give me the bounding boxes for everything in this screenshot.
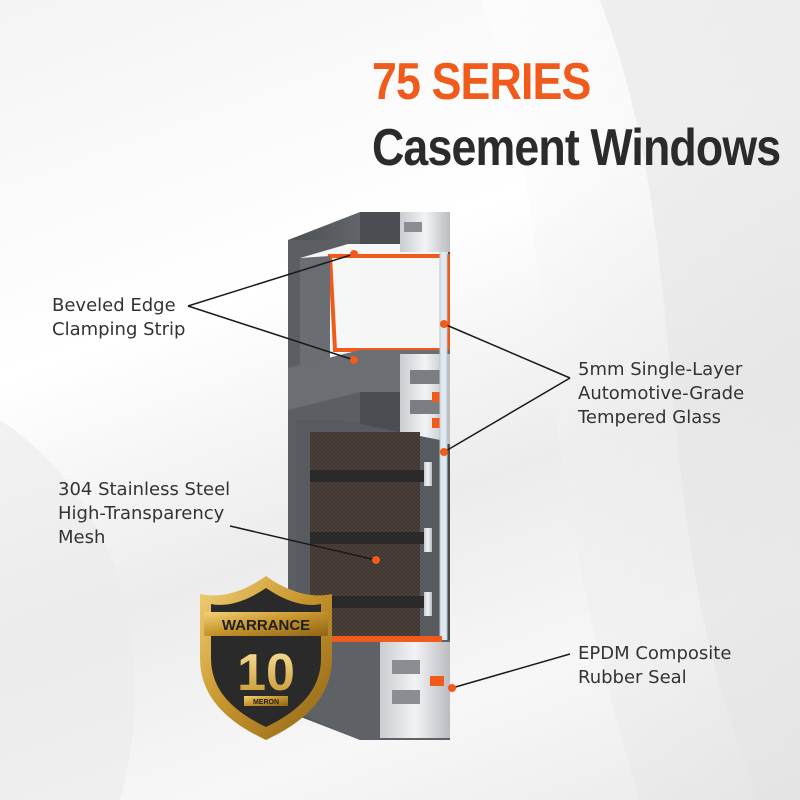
badge-brand: MERON: [253, 699, 279, 706]
callout-mesh-line2: High-Transparency: [58, 503, 225, 524]
callout-clamping-strip: Beveled Edge Clamping Strip: [52, 294, 185, 342]
callout-mesh-line1: 304 Stainless Steel: [58, 479, 231, 500]
callout-clamping-line1: Beveled Edge: [52, 295, 176, 316]
callout-glass-line1: 5mm Single-Layer: [578, 359, 743, 380]
product-title: Casement Windows: [372, 119, 781, 177]
callout-seal: EPDM Composite Rubber Seal: [578, 642, 731, 690]
callout-clamping-line2: Clamping Strip: [52, 319, 186, 340]
callout-mesh-line3: Mesh: [58, 527, 106, 548]
upper-glass-opening: [300, 244, 448, 368]
callout-seal-line2: Rubber Seal: [578, 667, 687, 688]
shield-warranty-icon: WARRANCE 10 MERON: [200, 576, 332, 740]
callout-dots: [350, 250, 456, 692]
callout-mesh: 304 Stainless Steel High-Transparency Me…: [58, 478, 230, 550]
badge-years: 10: [237, 644, 295, 702]
glass-pane: [439, 245, 448, 647]
callout-seal-line1: EPDM Composite: [578, 643, 732, 664]
series-title: 75 SERIES: [372, 53, 591, 111]
callout-glass: 5mm Single-Layer Automotive-Grade Temper…: [578, 358, 744, 430]
callout-glass-line2: Automotive-Grade: [578, 383, 745, 404]
callout-lines: [187, 253, 571, 689]
badge-label: WARRANCE: [222, 617, 310, 634]
callout-glass-line3: Tempered Glass: [578, 407, 722, 428]
